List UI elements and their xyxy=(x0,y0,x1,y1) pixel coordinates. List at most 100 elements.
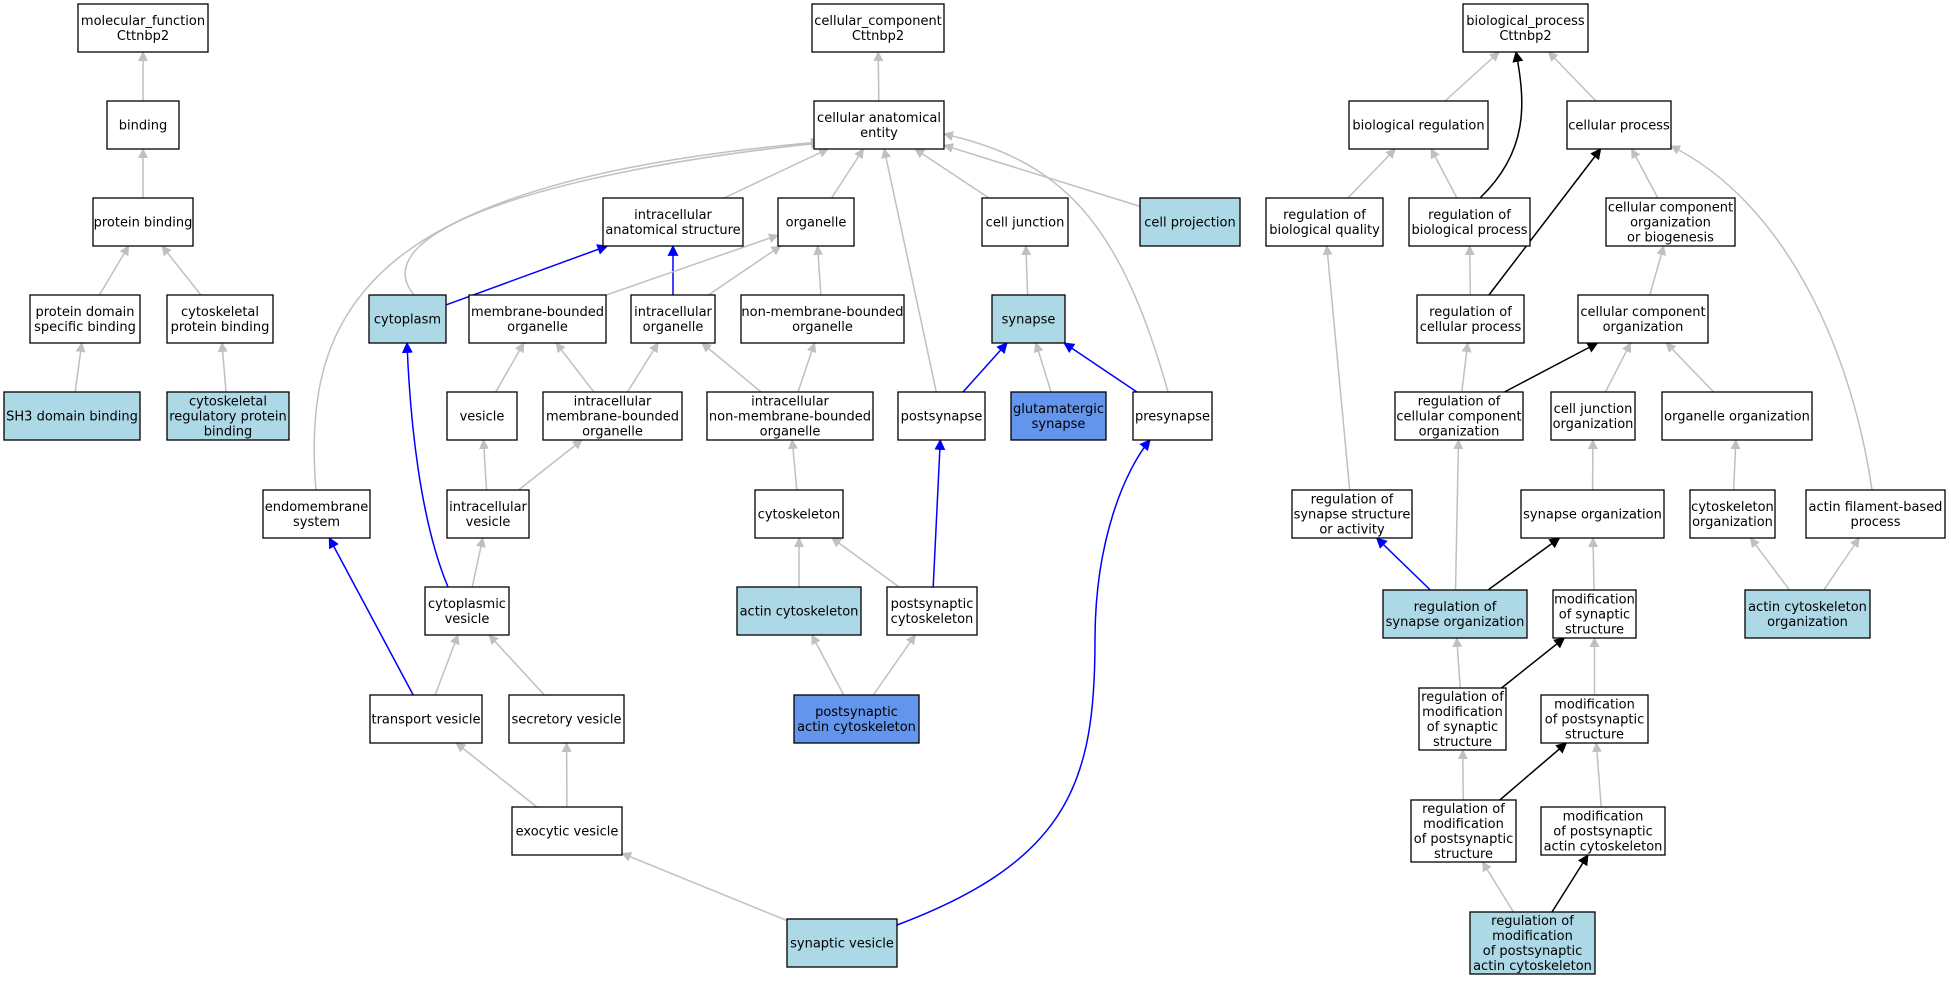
term-box xyxy=(1744,589,1871,639)
term-label-line: or biogenesis xyxy=(1627,231,1714,246)
edge-regulation_of_cellular_process-to-regulation_of_biological_process xyxy=(1464,245,1475,296)
term-box xyxy=(706,391,874,441)
term-label-line: synapse structure xyxy=(1294,508,1411,523)
term-label-line: binding xyxy=(204,425,252,440)
edge-line xyxy=(896,439,1151,926)
go-term-synaptic-vesicle[interactable]: synaptic vesicle xyxy=(786,918,898,968)
edge-line xyxy=(872,634,916,696)
term-box xyxy=(1577,294,1709,344)
go-term-biological-regulation[interactable]: biological regulation xyxy=(1348,100,1489,150)
term-label-line: regulation of xyxy=(1422,802,1505,817)
edge-line xyxy=(723,148,829,199)
go-term-presynapse[interactable]: presynapse xyxy=(1132,391,1213,441)
term-label-line: regulation of xyxy=(1418,395,1501,410)
go-term-intracellular-non-membrane-bounded-organelle[interactable]: intracellularnon-membrane-boundedorganel… xyxy=(706,391,874,441)
term-label-line: regulation of xyxy=(1421,690,1504,705)
go-term-sh3-domain-binding[interactable]: SH3 domain binding xyxy=(3,391,141,441)
go-term-cell-junction[interactable]: cell junction xyxy=(981,197,1069,247)
term-box xyxy=(1605,197,1736,247)
term-box xyxy=(369,694,483,744)
go-term-vesicle[interactable]: vesicle xyxy=(446,391,518,441)
edge-line xyxy=(943,131,1169,393)
go-term-binding[interactable]: binding xyxy=(106,100,180,150)
go-term-secretory-vesicle[interactable]: secretory vesicle xyxy=(508,694,625,744)
term-label-line: cellular anatomical xyxy=(817,111,941,126)
term-label-line: structure xyxy=(1565,728,1624,743)
edge-line xyxy=(1749,537,1791,591)
term-box xyxy=(77,3,209,53)
go-term-transport-vesicle[interactable]: transport vesicle xyxy=(369,694,483,744)
term-box xyxy=(1520,489,1665,539)
go-term-cytoskeleton[interactable]: cytoskeleton xyxy=(754,489,844,539)
edge-non_membrane_bounded_organelle-to-organelle xyxy=(813,245,824,296)
go-term-synapse-organization[interactable]: synapse organization xyxy=(1520,489,1665,539)
term-box xyxy=(897,391,986,441)
go-term-postsynapse[interactable]: postsynapse xyxy=(897,391,986,441)
edge-intracellular_vesicle-to-vesicle xyxy=(479,439,490,491)
term-box xyxy=(813,100,945,150)
go-term-cell-projection[interactable]: cell projection xyxy=(1139,197,1241,247)
term-label-line: biological quality xyxy=(1269,223,1380,238)
term-box xyxy=(793,694,920,744)
edge-line xyxy=(1551,854,1589,913)
term-box xyxy=(1010,391,1107,441)
term-label-line: non-membrane-bounded xyxy=(709,410,871,425)
term-box xyxy=(1805,489,1946,539)
go-term-organelle[interactable]: organelle xyxy=(777,197,855,247)
go-term-exocytic-vesicle[interactable]: exocytic vesicle xyxy=(511,806,623,856)
edge-line xyxy=(555,342,595,393)
go-term-synapse[interactable]: synapse xyxy=(991,294,1066,344)
go-term-cellular-process[interactable]: cellular process xyxy=(1566,100,1672,150)
go-term-actin-cytoskeleton[interactable]: actin cytoskeleton xyxy=(736,586,862,636)
edge-regulation_of_modification_of_postsynaptic_actin_cytoskeleton-to-regulation_of_modification_of_postsynaptic_structure xyxy=(1481,861,1515,913)
term-box xyxy=(368,294,447,344)
edge-cytoplasmic_vesicle-to-cytoplasm xyxy=(401,341,449,588)
term-label-line: system xyxy=(293,515,340,530)
go-term-organelle-organization[interactable]: organelle organization xyxy=(1661,391,1813,441)
term-label-line: organization xyxy=(1630,216,1711,231)
edge-line xyxy=(161,245,202,296)
go-term-protein-binding[interactable]: protein binding xyxy=(92,197,194,247)
edge-intracellular_membrane_bounded_organelle-to-membrane_bounded_organelle xyxy=(555,342,595,393)
edge-postsynaptic_actin_cytoskeleton-to-actin_cytoskeleton xyxy=(811,634,845,696)
edge-regulation_of_synapse_organization-to-synapse_organization xyxy=(1487,537,1561,591)
go-term-cytoplasm[interactable]: cytoplasm xyxy=(368,294,447,344)
